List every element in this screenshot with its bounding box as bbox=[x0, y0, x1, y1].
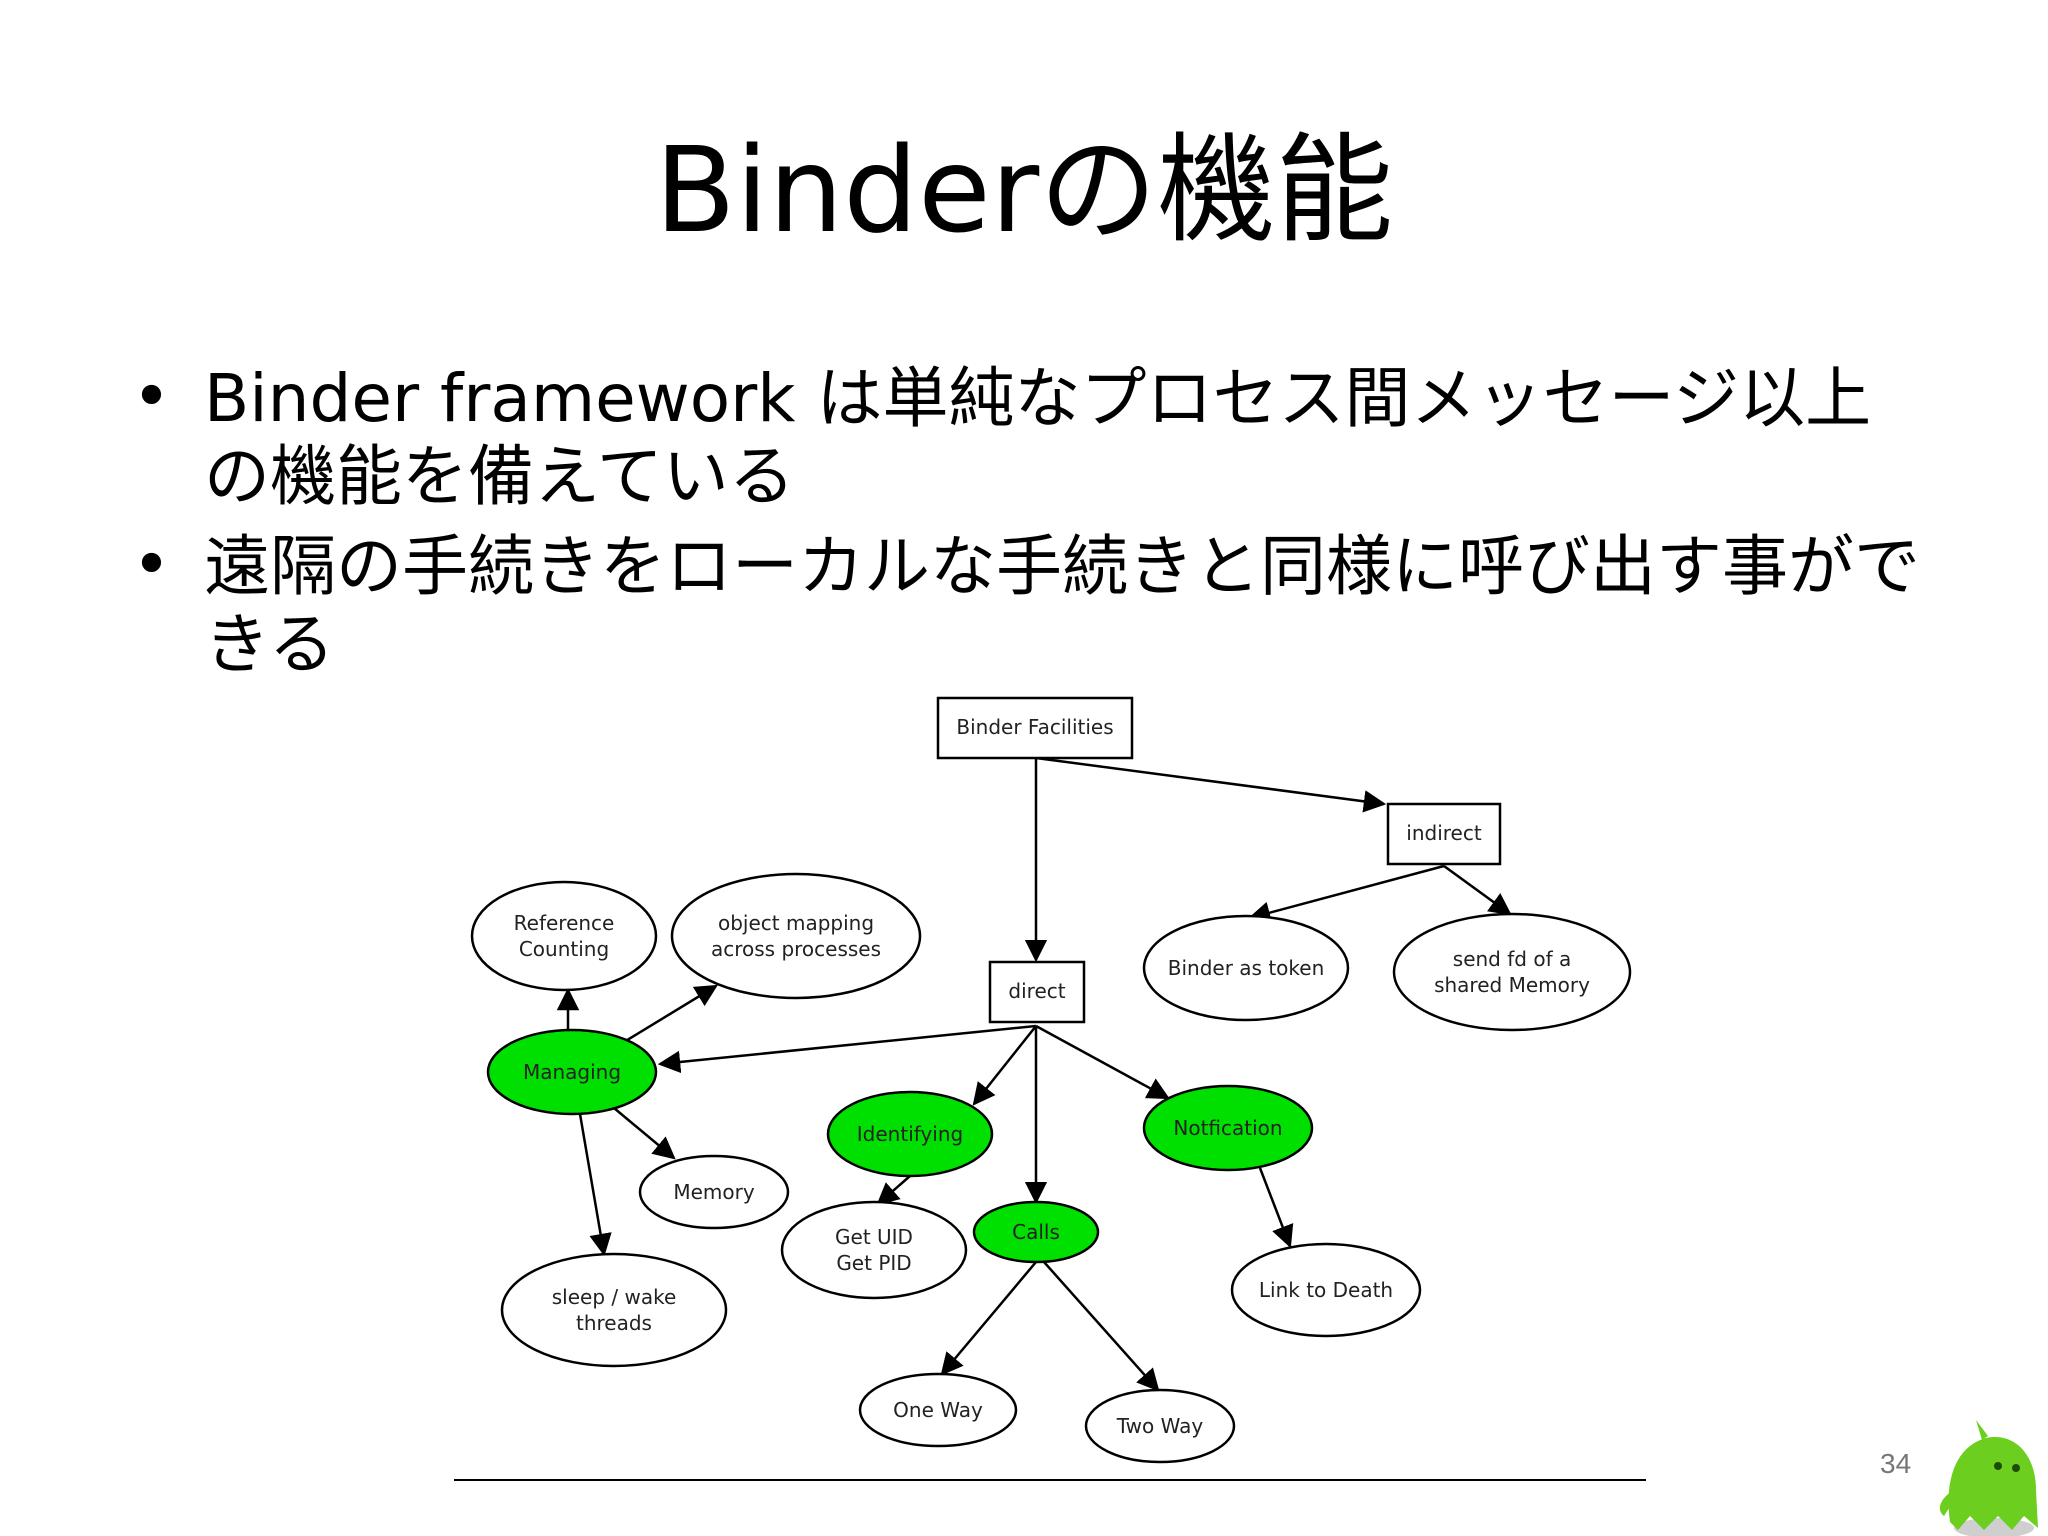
svg-text:send fd of a: send fd of a bbox=[1453, 947, 1571, 971]
svg-text:Memory: Memory bbox=[673, 1180, 755, 1204]
node-binder-as-token: Binder as token bbox=[1142, 914, 1350, 1022]
svg-text:shared Memory: shared Memory bbox=[1434, 973, 1590, 997]
node-link-to-death: Link to Death bbox=[1230, 1242, 1422, 1338]
node-identifying: Identifying bbox=[826, 1090, 994, 1178]
bullet-text: Binder framework は単純なプロセス間メッセージ以上の機能を備えて… bbox=[204, 360, 1872, 515]
bullet-item: • 遠隔の手続きをローカルな手続きと同様に呼び出す事ができる bbox=[120, 528, 1920, 684]
edge-managing-sleepwake bbox=[578, 1113, 612, 1257]
svg-text:across processes: across processes bbox=[711, 937, 881, 961]
svg-text:One Way: One Way bbox=[893, 1398, 983, 1422]
svg-text:indirect: indirect bbox=[1406, 821, 1482, 845]
edge-indirect-sendfd bbox=[1443, 864, 1512, 916]
svg-text:Get PID: Get PID bbox=[836, 1251, 911, 1275]
node-sleep-wake: sleep / wake threads bbox=[500, 1252, 728, 1368]
svg-text:object mapping: object mapping bbox=[718, 911, 874, 935]
node-get-uid-pid: Get UID Get PID bbox=[780, 1200, 968, 1300]
edge-calls-twoway bbox=[1043, 1261, 1160, 1392]
node-two-way: Two Way bbox=[1084, 1388, 1236, 1464]
edge-managing-memory bbox=[613, 1107, 676, 1160]
node-direct: direct bbox=[988, 960, 1086, 1024]
svg-text:Calls: Calls bbox=[1012, 1220, 1060, 1244]
node-memory: Memory bbox=[638, 1154, 790, 1230]
svg-text:Identifying: Identifying bbox=[857, 1122, 963, 1146]
bullet-item: • Binder framework は単純なプロセス間メッセージ以上の機能を備… bbox=[120, 360, 1920, 516]
node-object-mapping: object mapping across processes bbox=[670, 872, 922, 1000]
node-indirect: indirect bbox=[1386, 802, 1502, 866]
edge-calls-oneway bbox=[940, 1261, 1037, 1376]
svg-text:Two Way: Two Way bbox=[1116, 1414, 1204, 1438]
edge-facilities-indirect bbox=[1035, 756, 1387, 813]
svg-text:Managing: Managing bbox=[523, 1060, 621, 1084]
node-binder-facilities: Binder Facilities bbox=[936, 696, 1134, 760]
bullet-list: • Binder framework は単純なプロセス間メッセージ以上の機能を備… bbox=[120, 360, 1920, 696]
svg-text:Get UID: Get UID bbox=[835, 1225, 913, 1249]
edge-direct-notification bbox=[1035, 1024, 1170, 1100]
svg-text:threads: threads bbox=[576, 1311, 652, 1335]
svg-text:direct: direct bbox=[1008, 979, 1065, 1003]
node-managing: Managing bbox=[486, 1028, 658, 1116]
edge-indirect-token bbox=[1247, 864, 1445, 924]
edge-direct-managing bbox=[657, 1024, 1037, 1074]
diagram-edges bbox=[556, 756, 1512, 1392]
node-notification: Notfication bbox=[1142, 1084, 1314, 1172]
edge-notification-linkdeath bbox=[1258, 1167, 1294, 1249]
svg-text:Reference: Reference bbox=[514, 911, 615, 935]
node-one-way: One Way bbox=[858, 1372, 1018, 1448]
svg-text:sleep / wake: sleep / wake bbox=[552, 1285, 677, 1309]
svg-text:Notfication: Notfication bbox=[1173, 1116, 1282, 1140]
android-mascot-icon bbox=[1939, 1420, 2038, 1536]
edge-identifying-uidpid bbox=[876, 1175, 911, 1206]
node-calls: Calls bbox=[972, 1200, 1100, 1264]
page-number: 34 bbox=[1880, 1448, 1912, 1479]
svg-text:Link to Death: Link to Death bbox=[1259, 1278, 1393, 1302]
slide-title: Binderの機能 bbox=[654, 121, 1394, 259]
svg-text:Binder Facilities: Binder Facilities bbox=[956, 715, 1113, 739]
edge-managing-objmap bbox=[623, 984, 718, 1044]
node-send-fd: send fd of a shared Memory bbox=[1392, 912, 1632, 1032]
svg-text:Binder as token: Binder as token bbox=[1168, 956, 1325, 980]
bullet-text: 遠隔の手続きをローカルな手続きと同様に呼び出す事ができる bbox=[204, 528, 1920, 683]
edge-direct-identifying bbox=[972, 1025, 1037, 1106]
svg-text:Counting: Counting bbox=[519, 937, 609, 961]
node-reference-counting: Reference Counting bbox=[470, 880, 658, 992]
